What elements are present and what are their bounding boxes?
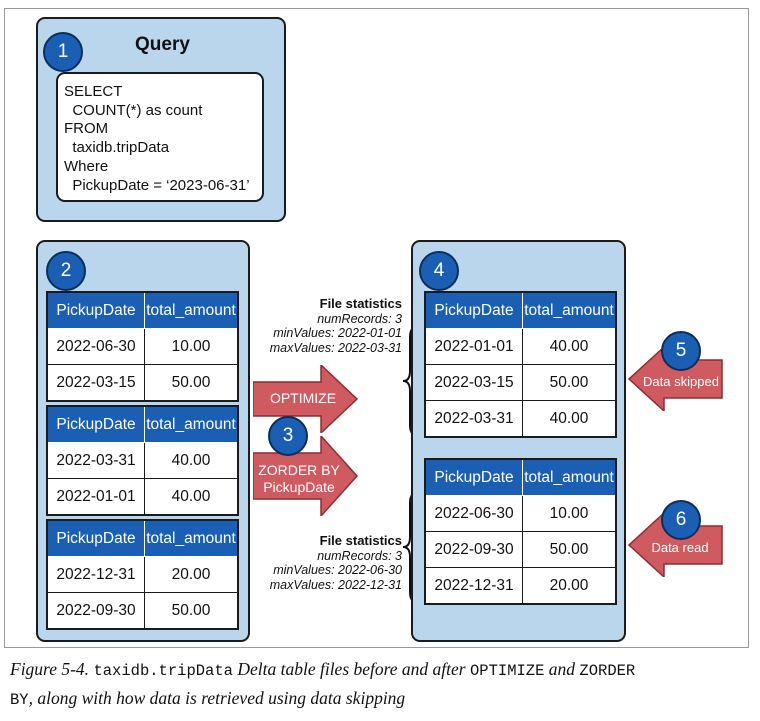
query-line: FROM bbox=[64, 120, 109, 138]
optimize-label: OPTIMIZE bbox=[269, 390, 337, 406]
stats-bracket-2 bbox=[402, 491, 420, 604]
query-line: COUNT(*) as count bbox=[64, 101, 203, 119]
cell-total-amount: 50.00 bbox=[144, 364, 239, 402]
figure-caption: Figure 5-4. taxidb.tripData Delta table … bbox=[10, 656, 750, 714]
data-skipped-label: Data skipped bbox=[643, 374, 719, 389]
cell-pickupdate: 2022-01-01 bbox=[424, 328, 523, 365]
file-statistics-2: File statistics numRecords: 3 minValues:… bbox=[246, 533, 402, 592]
cell-total-amount: 10.00 bbox=[522, 495, 617, 532]
header-total-amount: total_amount bbox=[144, 405, 239, 443]
zorder-arrow bbox=[253, 436, 359, 516]
caption-by: BY bbox=[10, 691, 29, 709]
step-5-badge: 5 bbox=[661, 331, 701, 371]
cell-total-amount: 40.00 bbox=[522, 400, 617, 438]
zorder-label: ZORDER BY PickupDate bbox=[253, 462, 345, 496]
cell-pickupdate: 2022-09-30 bbox=[46, 592, 145, 630]
stats-max-values: maxValues: 2022-12-31 bbox=[269, 577, 402, 592]
query-line: Where bbox=[64, 157, 109, 175]
query-title: Query bbox=[135, 34, 190, 55]
stats-num-records: numRecords: 3 bbox=[317, 548, 402, 563]
cell-total-amount: 10.00 bbox=[144, 328, 239, 365]
cell-total-amount: 20.00 bbox=[522, 567, 617, 605]
cell-total-amount: 50.00 bbox=[522, 531, 617, 568]
header-total-amount: total_amount bbox=[522, 458, 617, 496]
query-code-box: SELECT COUNT(*) as count FROM taxidb.tri… bbox=[56, 72, 264, 202]
stats-title: File statistics bbox=[319, 533, 402, 548]
stats-title: File statistics bbox=[319, 296, 402, 311]
caption-mid: Delta table files before and after bbox=[232, 659, 470, 679]
cell-total-amount: 40.00 bbox=[522, 328, 617, 365]
query-line: taxidb.tripData bbox=[64, 139, 170, 157]
figure-frame bbox=[4, 8, 749, 648]
cell-pickupdate: 2022-06-30 bbox=[424, 495, 523, 532]
query-line: SELECT bbox=[64, 83, 123, 100]
stats-bracket-1 bbox=[402, 325, 420, 437]
step-1-badge: 1 bbox=[43, 32, 83, 72]
data-read-label: Data read bbox=[651, 540, 709, 555]
cell-pickupdate: 2022-03-31 bbox=[424, 400, 523, 438]
caption-and: and bbox=[544, 659, 580, 679]
cell-total-amount: 40.00 bbox=[144, 442, 239, 479]
stats-min-values: minValues: 2022-06-30 bbox=[273, 563, 402, 577]
stats-max-values: maxValues: 2022-03-31 bbox=[269, 340, 402, 355]
cell-pickupdate: 2022-12-31 bbox=[46, 556, 145, 593]
zorder-label-line1: ZORDER BY bbox=[258, 462, 340, 478]
caption-prefix: Figure 5-4. bbox=[10, 659, 94, 679]
cell-pickupdate: 2022-03-15 bbox=[46, 364, 145, 402]
cell-pickupdate: 2022-01-01 bbox=[46, 478, 145, 516]
header-pickupdate: PickupDate bbox=[424, 458, 523, 496]
header-pickupdate: PickupDate bbox=[424, 291, 523, 329]
cell-total-amount: 20.00 bbox=[144, 556, 239, 593]
caption-zorder: ZORDER bbox=[579, 662, 636, 680]
cell-pickupdate: 2022-06-30 bbox=[46, 328, 145, 365]
header-pickupdate: PickupDate bbox=[46, 405, 145, 443]
cell-total-amount: 50.00 bbox=[144, 592, 239, 630]
cell-pickupdate: 2022-03-31 bbox=[46, 442, 145, 479]
file-statistics-1: File statistics numRecords: 3 minValues:… bbox=[246, 296, 402, 355]
step-3-badge: 3 bbox=[268, 416, 308, 456]
query-line: PickupDate = ‘2023-06-31’ bbox=[64, 176, 250, 194]
optimize-arrow bbox=[253, 365, 359, 433]
header-total-amount: total_amount bbox=[144, 291, 239, 329]
header-pickupdate: PickupDate bbox=[46, 291, 145, 329]
caption-table-name: taxidb.tripData bbox=[93, 662, 233, 680]
step-2-badge: 2 bbox=[46, 251, 86, 291]
cell-pickupdate: 2022-09-30 bbox=[424, 531, 523, 568]
cell-total-amount: 40.00 bbox=[144, 478, 239, 516]
step-4-badge: 4 bbox=[419, 251, 459, 291]
cell-pickupdate: 2022-03-15 bbox=[424, 364, 523, 401]
cell-pickupdate: 2022-12-31 bbox=[424, 567, 523, 605]
zorder-label-line2: PickupDate bbox=[263, 479, 335, 495]
cell-total-amount: 50.00 bbox=[522, 364, 617, 401]
header-pickupdate: PickupDate bbox=[46, 519, 145, 557]
step-6-badge: 6 bbox=[661, 500, 701, 540]
stats-num-records: numRecords: 3 bbox=[317, 311, 402, 326]
header-total-amount: total_amount bbox=[144, 519, 239, 557]
caption-optimize: OPTIMIZE bbox=[470, 662, 545, 680]
header-total-amount: total_amount bbox=[522, 291, 617, 329]
caption-suffix: , along with how data is retrieved using… bbox=[28, 688, 406, 708]
stats-min-values: minValues: 2022-01-01 bbox=[273, 326, 402, 340]
